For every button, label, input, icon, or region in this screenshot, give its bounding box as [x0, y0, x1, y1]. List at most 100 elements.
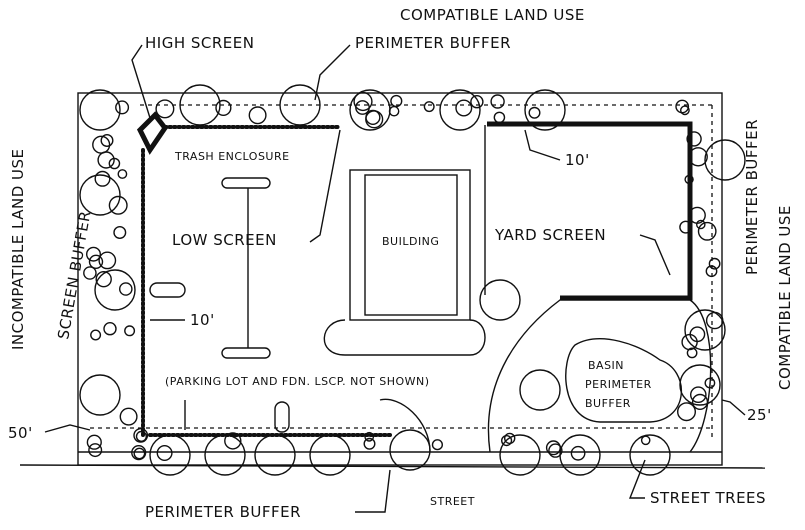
shrub [704, 377, 716, 389]
leader-line [639, 234, 671, 276]
basin-label-3: BUFFER [585, 397, 631, 410]
parking-island [149, 282, 186, 298]
building [364, 174, 458, 316]
shrub [117, 169, 128, 179]
leader-line [309, 129, 341, 243]
shrub [115, 100, 130, 115]
street-edge [19, 464, 766, 469]
parking-island [274, 401, 290, 433]
shrub [131, 445, 147, 461]
shrub [679, 220, 693, 234]
shrub [688, 147, 708, 167]
shrub [691, 393, 709, 411]
yard-screen-label: YARD SCREEN [494, 226, 606, 244]
parking-island [221, 347, 271, 359]
shrub [689, 326, 706, 343]
trees [79, 84, 746, 476]
shrub [113, 225, 127, 239]
basin-label-1: BASIN [588, 359, 624, 372]
tree [79, 174, 121, 216]
tree [439, 89, 481, 131]
shrub [248, 106, 267, 125]
street-tree [479, 279, 521, 321]
perimeter-buffer-bottom-label: PERIMETER BUFFER [145, 503, 301, 521]
shrub [680, 105, 690, 116]
street-tree [519, 369, 561, 411]
shrub [124, 325, 136, 337]
dim-10-top-label: 10' [565, 151, 590, 169]
shrub [155, 99, 175, 119]
building-label: BUILDING [382, 235, 439, 248]
trash-enclosure [136, 111, 169, 155]
leader-line [524, 129, 561, 161]
shrub [431, 439, 444, 451]
parking-island [221, 177, 271, 189]
shrub [696, 219, 706, 230]
top-land-use-label: COMPATIBLE LAND USE [400, 6, 585, 24]
shrub [94, 170, 111, 187]
shrub [545, 440, 561, 456]
leader-line [131, 44, 151, 119]
street-tree [149, 434, 191, 476]
tree [684, 309, 726, 351]
tree [79, 89, 121, 131]
shrub [504, 432, 516, 445]
street-tree [629, 434, 671, 476]
shrub [119, 282, 133, 296]
tree [679, 364, 721, 406]
shrub [224, 432, 242, 450]
left-land-use-label: INCOMPATIBLE LAND USE [9, 148, 27, 350]
shrub [470, 94, 484, 109]
shrub [98, 251, 117, 270]
shrub [528, 106, 541, 119]
shrub [705, 265, 718, 278]
shrub [490, 94, 505, 109]
tree [79, 374, 121, 416]
street-tree [254, 434, 296, 476]
shrub [640, 435, 651, 446]
shrub [677, 402, 697, 422]
shrub [686, 347, 698, 359]
shrub [501, 435, 513, 447]
basin-label-2: PERIMETER [585, 378, 652, 391]
shrub [365, 109, 381, 126]
shrub [548, 443, 563, 458]
shrub [133, 447, 146, 460]
shrub [92, 135, 111, 154]
leader-line [44, 424, 91, 433]
street-tree [559, 434, 601, 476]
dim-50-label: 50' [8, 424, 33, 442]
dim-25-label: 25' [747, 406, 772, 424]
shrub [135, 430, 148, 443]
tree [94, 269, 136, 311]
shrub [119, 407, 138, 426]
shrub [493, 111, 506, 124]
shrub [681, 333, 698, 351]
street-trees-label: STREET TREES [650, 489, 766, 507]
leader-line [314, 44, 351, 101]
parking-note: (PARKING LOT AND FDN. LSCP. NOT SHOWN) [165, 375, 430, 388]
foundation-planting [323, 319, 486, 356]
shrub [390, 94, 403, 108]
tree [704, 139, 746, 181]
shrub [88, 443, 103, 458]
shrub [86, 434, 102, 450]
trash-enclosure-label: TRASH ENCLOSURE [174, 150, 290, 163]
leader-line [721, 399, 746, 416]
tree [524, 89, 566, 131]
shrub [705, 311, 724, 330]
leader-line [628, 459, 646, 499]
shrub [697, 221, 717, 241]
shrub [85, 246, 101, 262]
building-outline [349, 169, 471, 321]
shrub [103, 322, 117, 336]
planting-bed [379, 398, 431, 453]
shrub [95, 271, 112, 288]
leader-line [355, 469, 391, 513]
shrub [364, 431, 375, 442]
perimeter-buffer-top-label: PERIMETER BUFFER [355, 34, 511, 52]
tree [179, 84, 221, 126]
right-land-use-label: COMPATIBLE LAND USE [776, 205, 794, 390]
shrub [363, 437, 376, 450]
